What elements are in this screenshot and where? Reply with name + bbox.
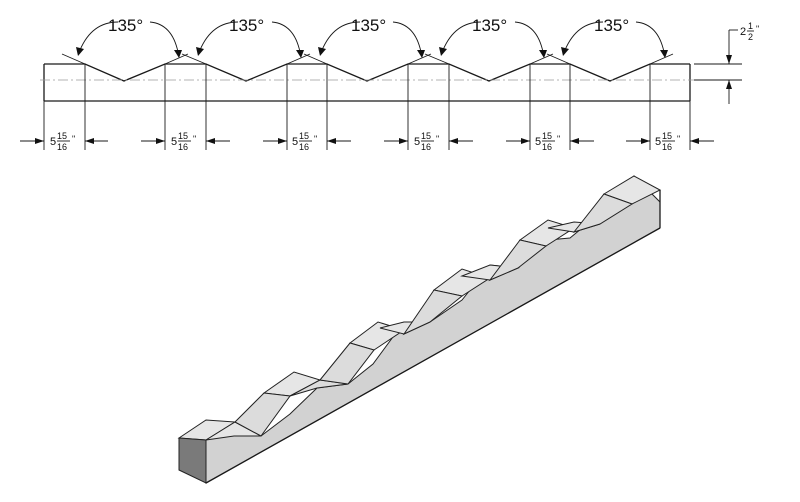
svg-text:": "	[314, 134, 317, 144]
extension-lines	[43, 64, 691, 150]
angle-dimensions	[61, 21, 674, 65]
height-label: 2 1 2 "	[740, 21, 759, 42]
svg-text:": "	[193, 134, 196, 144]
spacing-label: 5 15 16 "	[171, 131, 196, 152]
spacing-labels: 5 15 16 " 5 15 16 " 5 15 16 " 5 15 16 "	[50, 131, 680, 152]
front-view	[40, 63, 694, 150]
svg-text:": "	[436, 134, 439, 144]
svg-text:16: 16	[57, 142, 67, 152]
sloped-face	[402, 289, 464, 336]
spacing-label: 5 15 16 "	[414, 131, 439, 152]
height-dimension: 2 1 2 "	[694, 21, 759, 104]
svg-text:16: 16	[178, 142, 188, 152]
svg-text:15: 15	[421, 131, 431, 141]
svg-text:16: 16	[662, 142, 672, 152]
svg-text:5: 5	[655, 136, 661, 148]
svg-text:": "	[756, 24, 759, 34]
bottom-edge	[205, 227, 661, 484]
svg-text:5: 5	[535, 136, 541, 148]
svg-text:": "	[557, 134, 560, 144]
angle-labels: 135° 135° 135° 135° 135°	[108, 16, 629, 35]
svg-text:": "	[72, 134, 75, 144]
isometric-view	[177, 175, 662, 484]
svg-text:15: 15	[299, 131, 309, 141]
sloped-face	[572, 193, 634, 233]
spacing-dimension-arrows	[20, 138, 714, 144]
svg-text:5: 5	[171, 136, 177, 148]
svg-text:5: 5	[414, 136, 420, 148]
svg-text:1: 1	[748, 21, 753, 31]
sloped-face	[488, 239, 548, 282]
svg-text:5: 5	[50, 136, 56, 148]
spacing-label: 5 15 16 "	[50, 131, 75, 152]
svg-text:16: 16	[421, 142, 431, 152]
svg-text:16: 16	[542, 142, 552, 152]
angle-label: 135°	[108, 16, 143, 35]
svg-text:15: 15	[178, 131, 188, 141]
svg-text:5: 5	[292, 136, 298, 148]
spacing-label: 5 15 16 "	[655, 131, 680, 152]
svg-text:": "	[677, 134, 680, 144]
svg-text:15: 15	[542, 131, 552, 141]
sloped-face	[319, 342, 375, 385]
angle-label: 135°	[229, 16, 264, 35]
svg-text:16: 16	[299, 142, 309, 152]
spacing-label: 5 15 16 "	[535, 131, 560, 152]
angle-label: 135°	[472, 16, 507, 35]
zigzag-profile	[44, 63, 690, 82]
end-face	[178, 437, 207, 484]
svg-text:15: 15	[662, 131, 672, 141]
svg-text:2: 2	[748, 32, 753, 42]
angle-label: 135°	[594, 16, 629, 35]
svg-text:2: 2	[740, 26, 746, 38]
angle-label: 135°	[351, 16, 386, 35]
svg-text:15: 15	[57, 131, 67, 141]
spacing-label: 5 15 16 "	[292, 131, 317, 152]
